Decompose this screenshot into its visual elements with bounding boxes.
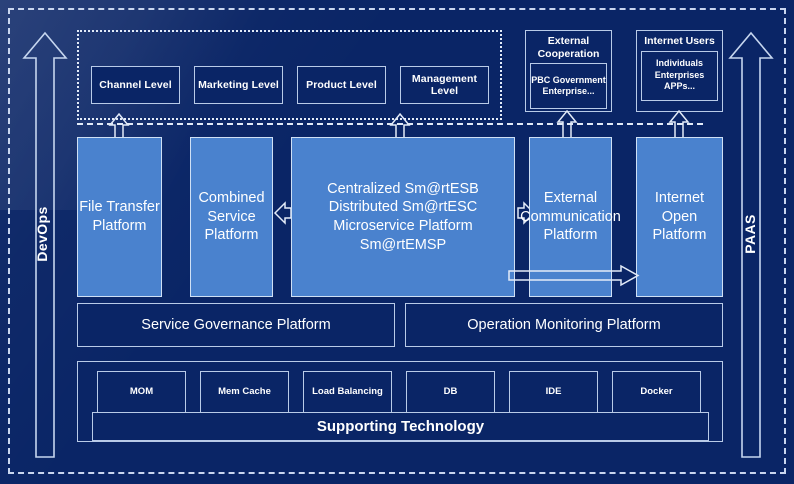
application-layer-group: [77, 30, 502, 120]
paas-label: PAAS: [742, 214, 758, 254]
platform-internet-open-label: Internet Open Platform: [652, 190, 707, 244]
tech-item-db-label: DB: [443, 386, 458, 398]
connector-arrow-up-internet-open: [668, 109, 690, 139]
platform-file-transfer-label: File Transfer Platform: [79, 199, 160, 234]
app-level-management-label: Management Level: [411, 72, 478, 97]
app-level-channel[interactable]: Channel Level: [91, 66, 180, 104]
arrow-central-to-internet-open: [508, 264, 640, 287]
layer-divider-line: [77, 123, 703, 125]
platform-external-communication-label: External Communication Platform: [520, 190, 621, 244]
internet-users-inner-label: Individuals Enterprises APPs...: [654, 58, 705, 92]
platform-combined-service[interactable]: Combined Service Platform: [190, 137, 273, 297]
app-level-marketing[interactable]: Marketing Level: [194, 66, 283, 104]
operation-monitoring-platform-label: Operation Monitoring Platform: [467, 316, 661, 333]
arrow-right-central-to-external-comm: [517, 201, 536, 225]
tech-item-db[interactable]: DB: [406, 371, 495, 413]
external-cooperation-inner-box: PBC Government Enterprise...: [530, 63, 607, 110]
platform-file-transfer[interactable]: File Transfer Platform: [77, 137, 162, 297]
supporting-technology-banner-label: Supporting Technology: [316, 417, 485, 435]
connector-arrow-up-file-transfer: [108, 112, 130, 139]
tech-item-docker-label: Docker: [640, 386, 673, 398]
external-cooperation-group[interactable]: External Cooperation PBC Government Ente…: [525, 30, 612, 112]
internet-users-group[interactable]: Internet Users Individuals Enterprises A…: [636, 30, 723, 112]
platform-combined-service-label: Combined Service Platform: [198, 190, 265, 244]
service-governance-platform[interactable]: Service Governance Platform: [77, 303, 395, 347]
internet-users-title: Internet Users: [644, 35, 715, 47]
platform-central-esb[interactable]: Centralized Sm@rtESB Distributed Sm@rtES…: [291, 137, 515, 297]
service-governance-platform-label: Service Governance Platform: [141, 316, 331, 333]
outer-dashed-boundary: [8, 8, 786, 474]
app-level-product-label: Product Level: [306, 78, 377, 91]
tech-item-load-balancing-label: Load Balancing: [312, 386, 383, 398]
tech-item-mem-cache-label: Mem Cache: [218, 386, 271, 398]
arrow-left-central-to-combined: [273, 201, 292, 225]
paas-arrow-shape: [728, 31, 774, 458]
connector-arrow-up-central-platform: [389, 112, 411, 139]
external-cooperation-title: External Cooperation: [537, 35, 600, 60]
devops-label: DevOps: [34, 206, 50, 262]
tech-item-docker[interactable]: Docker: [612, 371, 701, 413]
tech-item-mom-label: MOM: [129, 386, 154, 398]
connector-arrow-up-external-communication: [556, 109, 578, 139]
internet-users-inner-box: Individuals Enterprises APPs...: [641, 50, 718, 101]
app-level-product[interactable]: Product Level: [297, 66, 386, 104]
paas-label-wrapper: PAAS: [742, 169, 760, 299]
external-cooperation-inner-label: PBC Government Enterprise...: [531, 74, 606, 97]
platform-central-esb-label: Centralized Sm@rtESB Distributed Sm@rtES…: [327, 180, 479, 253]
tech-item-ide-label: IDE: [545, 386, 562, 398]
app-level-marketing-label: Marketing Level: [198, 78, 279, 91]
app-level-management[interactable]: Management Level: [400, 66, 489, 104]
tech-item-mem-cache[interactable]: Mem Cache: [200, 371, 289, 413]
devops-arrow-shape: [22, 31, 68, 458]
operation-monitoring-platform[interactable]: Operation Monitoring Platform: [405, 303, 723, 347]
tech-item-load-balancing[interactable]: Load Balancing: [303, 371, 392, 413]
supporting-technology-banner[interactable]: Supporting Technology: [92, 412, 709, 441]
tech-item-ide[interactable]: IDE: [509, 371, 598, 413]
app-level-channel-label: Channel Level: [99, 78, 172, 91]
platform-internet-open[interactable]: Internet Open Platform: [636, 137, 723, 297]
devops-label-wrapper: DevOps: [34, 169, 52, 299]
tech-item-mom[interactable]: MOM: [97, 371, 186, 413]
